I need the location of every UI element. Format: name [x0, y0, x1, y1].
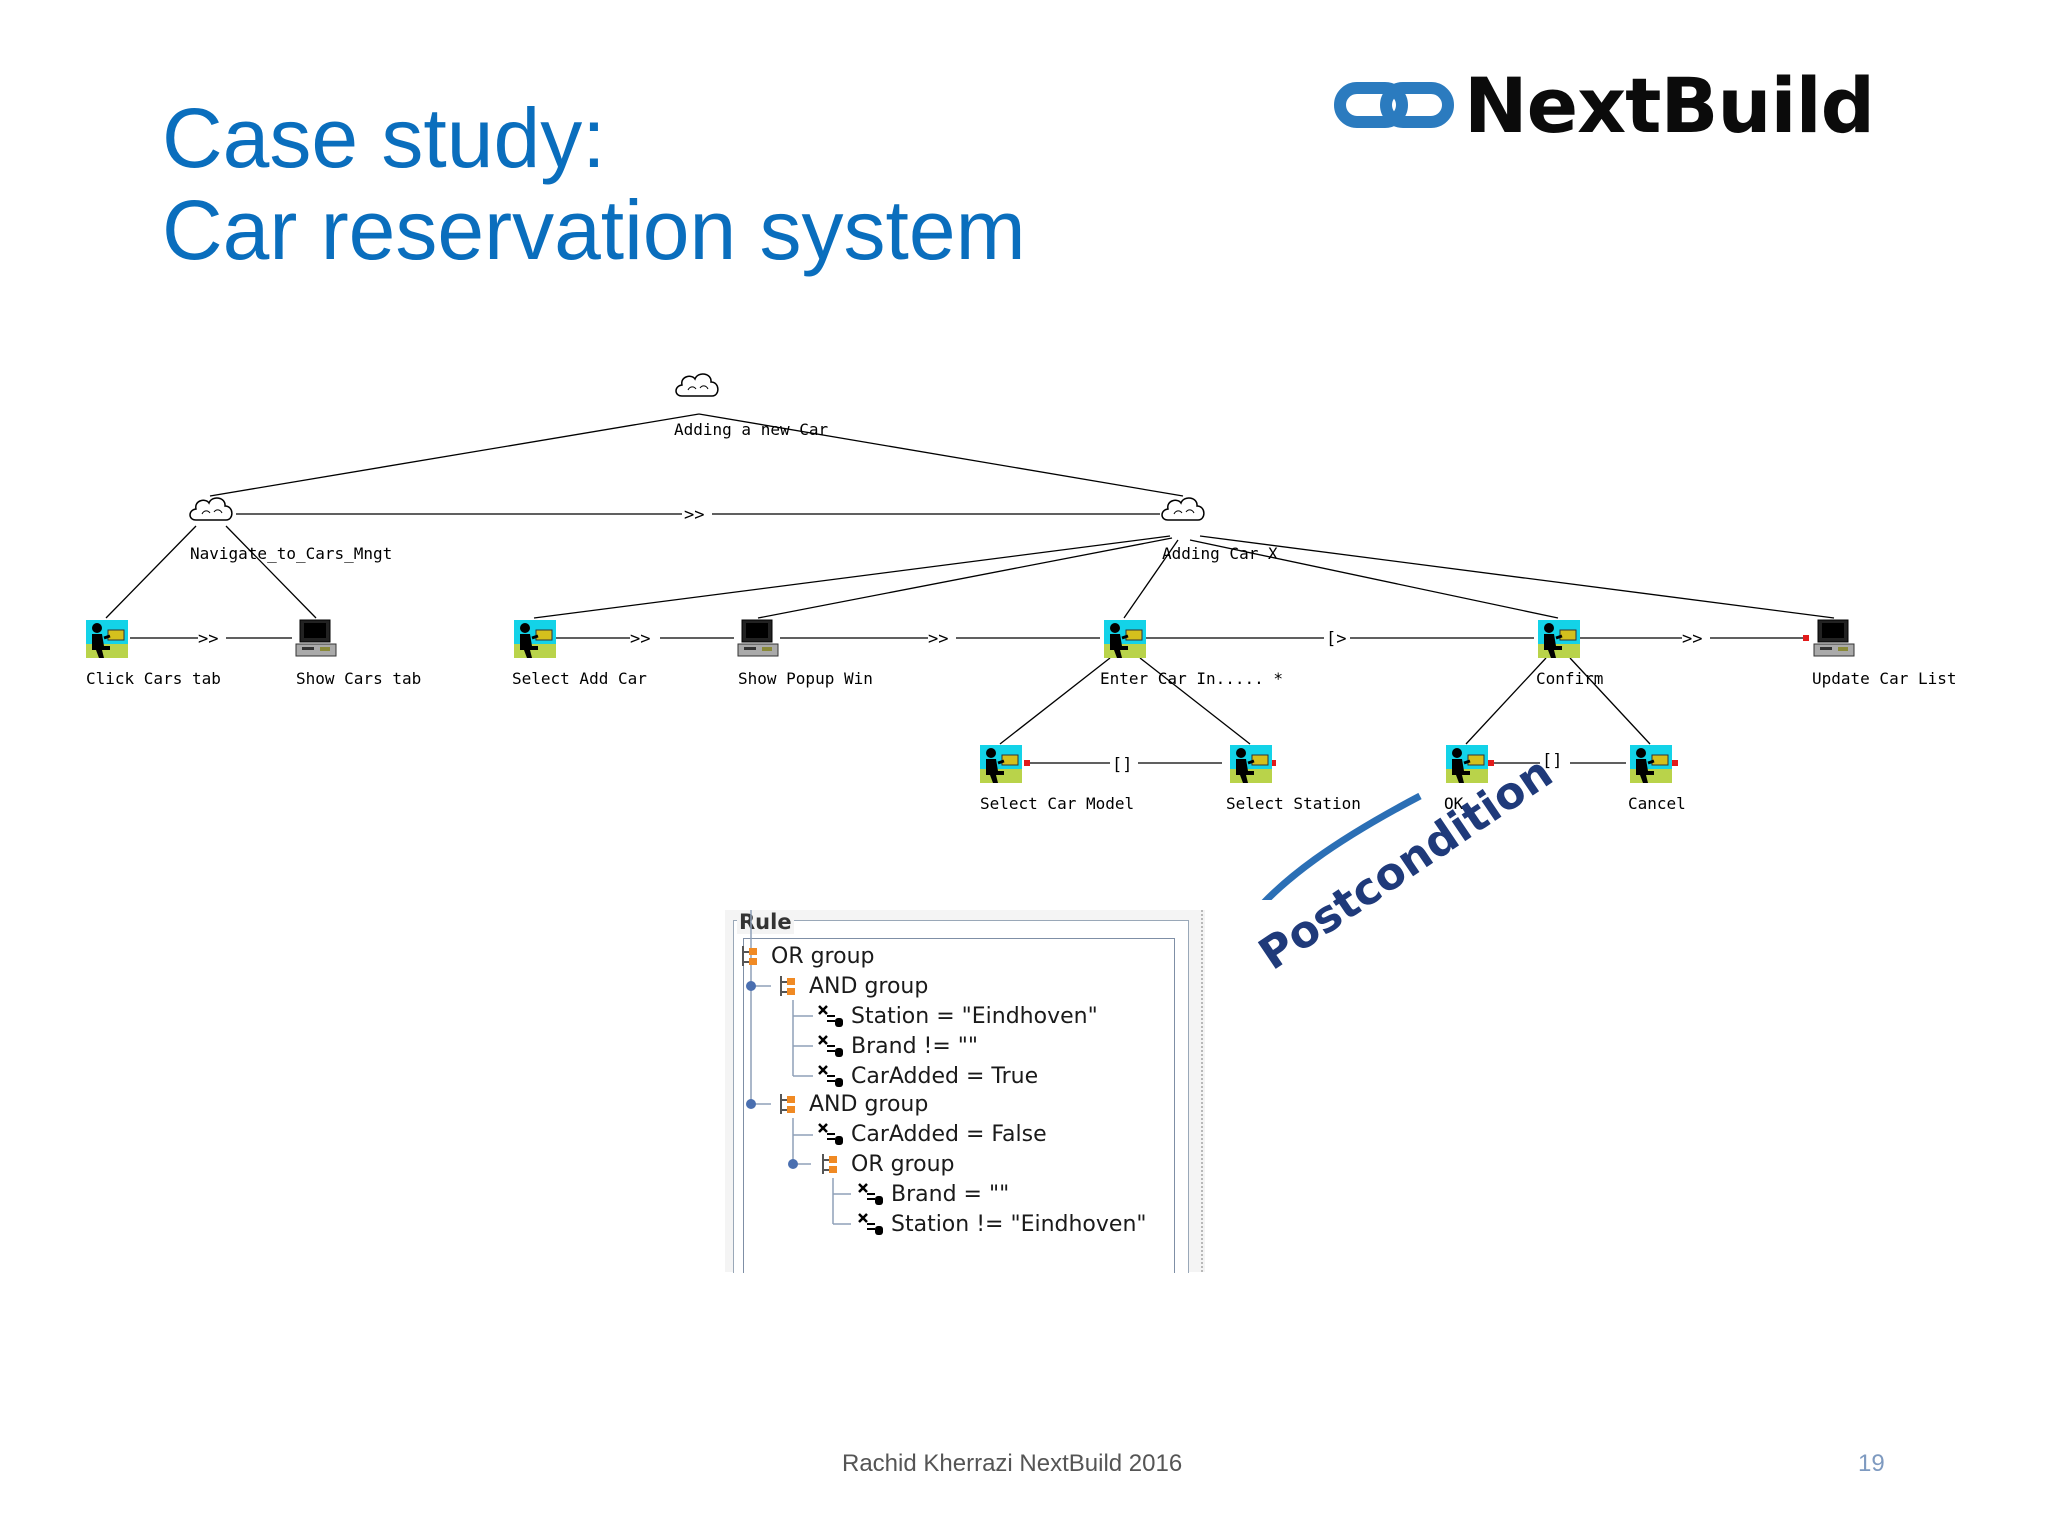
- operator-label: []: [1112, 755, 1132, 775]
- node-label: Adding a new Car: [674, 420, 828, 439]
- panel-splitter[interactable]: [1201, 910, 1203, 1272]
- tree-node-click-cars-tab: Click Cars tab: [84, 618, 221, 688]
- node-label: Update Car List: [1812, 669, 1957, 688]
- group-icon: [742, 946, 757, 966]
- rule-item-label: CarAdded = False: [851, 1121, 1047, 1147]
- rule-item[interactable]: AND group: [775, 1090, 928, 1118]
- rule-item[interactable]: OR group: [817, 1150, 955, 1178]
- rule-item[interactable]: Brand = "": [857, 1180, 1009, 1208]
- task-tree-diagram: Adding a new Car Navigate_to_Cars_Mngt A…: [84, 373, 1957, 900]
- operator-label: >>: [684, 505, 704, 525]
- rule-item[interactable]: OR group: [737, 942, 875, 970]
- cloud-icon: [675, 373, 719, 397]
- operator-label: >>: [198, 629, 218, 649]
- tree-node-show-popup-win: Show Popup Win: [737, 619, 873, 688]
- tree-node-cancel: Cancel: [1628, 743, 1686, 813]
- node-label: Select Station: [1226, 794, 1361, 813]
- node-label: Select Car Model: [980, 794, 1134, 813]
- tree-root-node: Adding a new Car: [674, 373, 828, 439]
- rule-panel: Rule OR gr: [725, 910, 1205, 1273]
- user-task-icon: [1536, 618, 1582, 660]
- logo-text: NextBuild: [1464, 61, 1875, 150]
- user-task-icon: [1228, 743, 1274, 785]
- condition-icon: [818, 1065, 843, 1087]
- user-task-icon: [1628, 743, 1674, 785]
- operator-label: []: [1542, 751, 1562, 771]
- computer-icon: [295, 619, 337, 657]
- cloud-icon: [1161, 497, 1205, 521]
- rule-item[interactable]: Brand != "": [817, 1032, 978, 1060]
- rule-legend: Rule: [737, 910, 794, 934]
- operator-label: >>: [1682, 629, 1702, 649]
- title-line-2: Car reservation system: [162, 183, 1026, 277]
- tree-guides: [746, 910, 851, 1225]
- rule-item-label: OR group: [771, 943, 875, 969]
- group-icon: [822, 1154, 837, 1174]
- tree-node-adding-car: Adding Car X: [1161, 497, 1278, 563]
- slide-footer: Rachid Kherrazi NextBuild 2016: [842, 1450, 1183, 1477]
- rule-item-label: CarAdded = True: [851, 1063, 1039, 1089]
- condition-icon: [858, 1213, 883, 1235]
- tree-connectors: [105, 413, 1835, 764]
- tree-node-select-car-model: Select Car Model: [978, 743, 1134, 813]
- node-label: Confirm: [1536, 669, 1603, 688]
- rule-item[interactable]: CarAdded = False: [817, 1120, 1047, 1148]
- condition-icon: [818, 1005, 843, 1027]
- rule-tree-view[interactable]: [743, 938, 1175, 1273]
- tree-node-ok: OK: [1444, 743, 1490, 813]
- node-label: Adding Car X: [1162, 544, 1278, 563]
- rule-item-label: Station = "Eindhoven": [851, 1003, 1098, 1029]
- tree-node-select-add-car: Select Add Car: [512, 618, 647, 688]
- red-markers: [1024, 635, 1809, 766]
- rule-item-label: OR group: [851, 1151, 955, 1177]
- condition-icon: [818, 1035, 843, 1057]
- cloud-icon: [189, 497, 233, 521]
- node-label: Cancel: [1628, 794, 1686, 813]
- node-label: Show Popup Win: [738, 669, 873, 688]
- rule-item-label: AND group: [809, 973, 929, 999]
- rule-item-label: AND group: [809, 1091, 929, 1117]
- group-icon: [780, 1094, 795, 1114]
- condition-icon: [818, 1123, 843, 1145]
- rule-item[interactable]: Station = "Eindhoven": [817, 1002, 1098, 1030]
- node-label: OK: [1444, 794, 1464, 813]
- condition-icon: [858, 1183, 883, 1205]
- title-line-1: Case study:: [162, 91, 606, 185]
- tree-node-enter-car-info: Enter Car In..... *: [1100, 618, 1283, 688]
- rule-item[interactable]: AND group: [775, 972, 928, 1000]
- tree-node-navigate: Navigate_to_Cars_Mngt: [189, 497, 392, 563]
- user-task-icon: [978, 743, 1024, 785]
- node-label: Navigate_to_Cars_Mngt: [190, 544, 392, 563]
- node-label: Show Cars tab: [296, 669, 421, 688]
- nextbuild-logo: NextBuild: [1334, 62, 1914, 150]
- node-label: Select Add Car: [512, 669, 647, 688]
- rule-item-label: Brand = "": [891, 1181, 1010, 1207]
- tree-node-update-car-list: Update Car List: [1812, 619, 1957, 688]
- computer-icon: [1813, 619, 1855, 657]
- node-label: Enter Car In..... *: [1100, 669, 1283, 688]
- computer-icon: [737, 619, 779, 657]
- rule-item-label: Station != "Eindhoven": [891, 1211, 1147, 1237]
- rule-item-label: Brand != "": [851, 1033, 979, 1059]
- postcondition-arrow: [1261, 792, 1422, 900]
- chain-link-icon: [1334, 82, 1454, 128]
- page-number: 19: [1858, 1450, 1885, 1477]
- operator-label: [>: [1326, 629, 1346, 649]
- rule-item[interactable]: CarAdded = True: [817, 1062, 1038, 1090]
- user-task-icon: [1444, 743, 1490, 785]
- operator-label: >>: [928, 629, 948, 649]
- tree-node-confirm: Confirm: [1536, 618, 1603, 688]
- rule-item[interactable]: Station != "Eindhoven": [857, 1210, 1147, 1238]
- operator-label: >>: [630, 629, 650, 649]
- group-icon: [780, 976, 795, 996]
- user-task-icon: [84, 618, 130, 660]
- user-task-icon: [1102, 618, 1148, 660]
- user-task-icon: [512, 618, 558, 660]
- tree-node-select-station: Select Station: [1226, 743, 1361, 813]
- node-label: Click Cars tab: [86, 669, 221, 688]
- tree-node-show-cars-tab: Show Cars tab: [295, 619, 421, 688]
- slide-title: Case study: Car reservation system: [162, 92, 1026, 276]
